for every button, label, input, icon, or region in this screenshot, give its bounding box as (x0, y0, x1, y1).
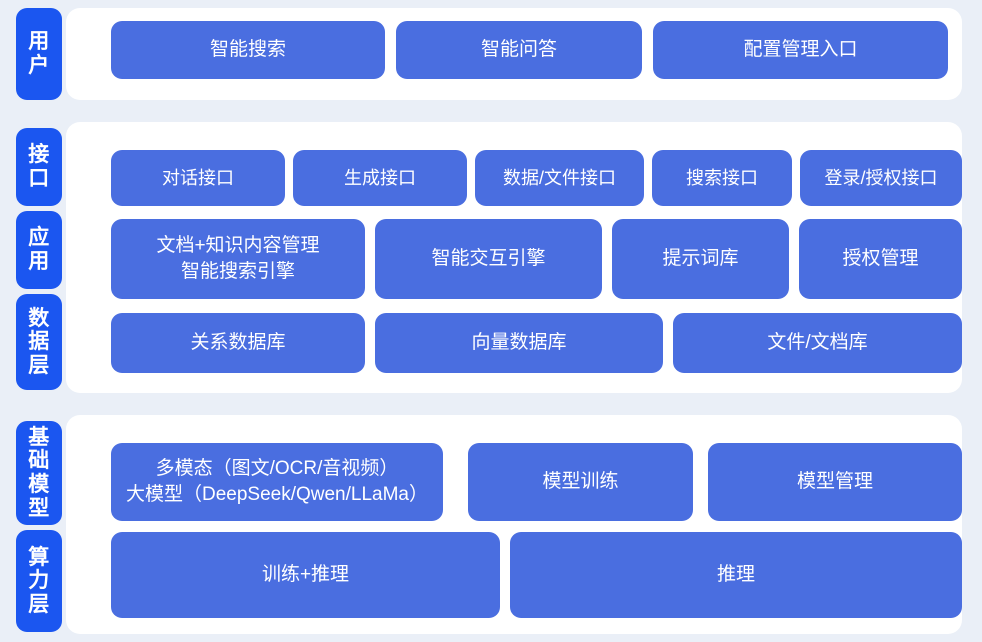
box-relational-database-text: 关系数据库 (190, 332, 286, 354)
label-chip-foundation-model-text: 基础模型 (28, 425, 50, 520)
box-generation-api[interactable]: 生成接口 (293, 150, 467, 206)
box-prompt-library[interactable]: 提示词库 (612, 219, 789, 299)
label-chip-compute-layer-text: 算力层 (28, 545, 50, 616)
box-smart-interaction-engine[interactable]: 智能交互引擎 (375, 219, 602, 299)
box-smart-interaction-engine-text: 智能交互引擎 (431, 248, 546, 270)
box-authorization-management-text: 授权管理 (842, 248, 919, 270)
box-model-training-text: 模型训练 (542, 471, 619, 493)
box-smart-search[interactable]: 智能搜索 (111, 21, 385, 79)
box-config-management-entry-text: 配置管理入口 (743, 39, 858, 61)
label-chip-foundation-model: 基础模型 (16, 421, 62, 525)
box-model-management-text: 模型管理 (796, 471, 873, 493)
box-smart-qa[interactable]: 智能问答 (396, 21, 642, 79)
box-search-api[interactable]: 搜索接口 (652, 150, 792, 206)
box-login-auth-api[interactable]: 登录/授权接口 (800, 150, 962, 206)
box-data-file-api[interactable]: 数据/文件接口 (475, 150, 644, 206)
box-training-inference[interactable]: 训练+推理 (111, 532, 500, 618)
box-doc-knowledge-management[interactable]: 文档+知识内容管理 智能搜索引擎 (111, 219, 365, 299)
box-data-file-api-text: 数据/文件接口 (502, 167, 616, 188)
box-file-document-store[interactable]: 文件/文档库 (673, 313, 962, 373)
box-dialog-api[interactable]: 对话接口 (111, 150, 285, 206)
box-file-document-store-text: 文件/文档库 (767, 332, 868, 354)
box-training-inference-text: 训练+推理 (261, 564, 350, 586)
box-relational-database[interactable]: 关系数据库 (111, 313, 365, 373)
box-smart-search-text: 智能搜索 (209, 39, 286, 61)
label-chip-compute-layer: 算力层 (16, 530, 62, 632)
label-chip-application: 应用 (16, 211, 62, 289)
box-vector-database-text: 向量数据库 (471, 332, 567, 354)
label-chip-interface-text: 接口 (28, 143, 50, 190)
box-config-management-entry[interactable]: 配置管理入口 (653, 21, 948, 79)
box-multimodal-llm[interactable]: 多模态（图文/OCR/音视频） 大模型（DeepSeek/Qwen/LLaMa） (111, 443, 443, 521)
box-doc-knowledge-management-text: 文档+知识内容管理 智能搜索引擎 (156, 234, 320, 282)
box-authorization-management[interactable]: 授权管理 (799, 219, 962, 299)
label-chip-interface: 接口 (16, 128, 62, 206)
label-chip-data-layer-text: 数据层 (28, 306, 50, 377)
box-multimodal-llm-text: 多模态（图文/OCR/音视频） 大模型（DeepSeek/Qwen/LLaMa） (125, 457, 428, 505)
box-search-api-text: 搜索接口 (686, 167, 758, 188)
label-chip-application-text: 应用 (28, 226, 50, 273)
box-login-auth-api-text: 登录/授权接口 (824, 167, 938, 188)
label-chip-user: 用户 (16, 8, 62, 100)
box-inference-text: 推理 (716, 564, 755, 586)
box-prompt-library-text: 提示词库 (662, 248, 739, 270)
box-dialog-api-text: 对话接口 (162, 167, 234, 188)
box-generation-api-text: 生成接口 (344, 167, 416, 188)
label-chip-user-text: 用户 (28, 30, 50, 77)
box-inference[interactable]: 推理 (510, 532, 962, 618)
box-model-management[interactable]: 模型管理 (708, 443, 962, 521)
box-vector-database[interactable]: 向量数据库 (375, 313, 663, 373)
box-smart-qa-text: 智能问答 (480, 39, 557, 61)
label-chip-data-layer: 数据层 (16, 294, 62, 390)
box-model-training[interactable]: 模型训练 (468, 443, 693, 521)
